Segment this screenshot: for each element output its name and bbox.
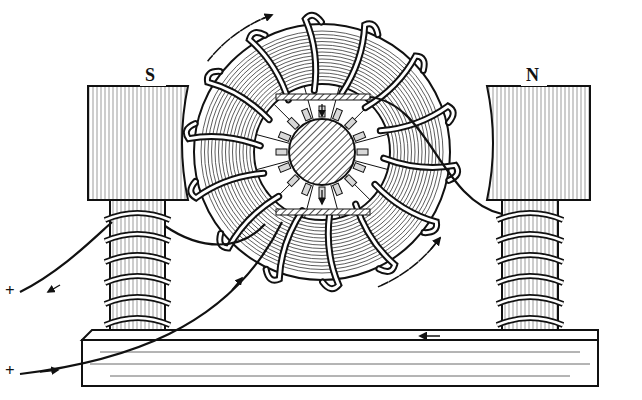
wire bbox=[20, 97, 502, 374]
label-ground bbox=[521, 64, 547, 86]
magnet-core bbox=[502, 200, 558, 330]
pole-piece bbox=[487, 86, 590, 200]
pole-letter: N bbox=[525, 66, 540, 84]
current-arrow bbox=[40, 278, 242, 372]
label-ground bbox=[140, 64, 166, 86]
gramme-ring bbox=[186, 15, 457, 289]
terminal-sign: + bbox=[4, 282, 16, 299]
pole-piece bbox=[88, 86, 188, 200]
terminal-sign: + bbox=[4, 362, 16, 379]
magnet-core bbox=[110, 200, 165, 330]
pole-letter: S bbox=[144, 66, 156, 84]
